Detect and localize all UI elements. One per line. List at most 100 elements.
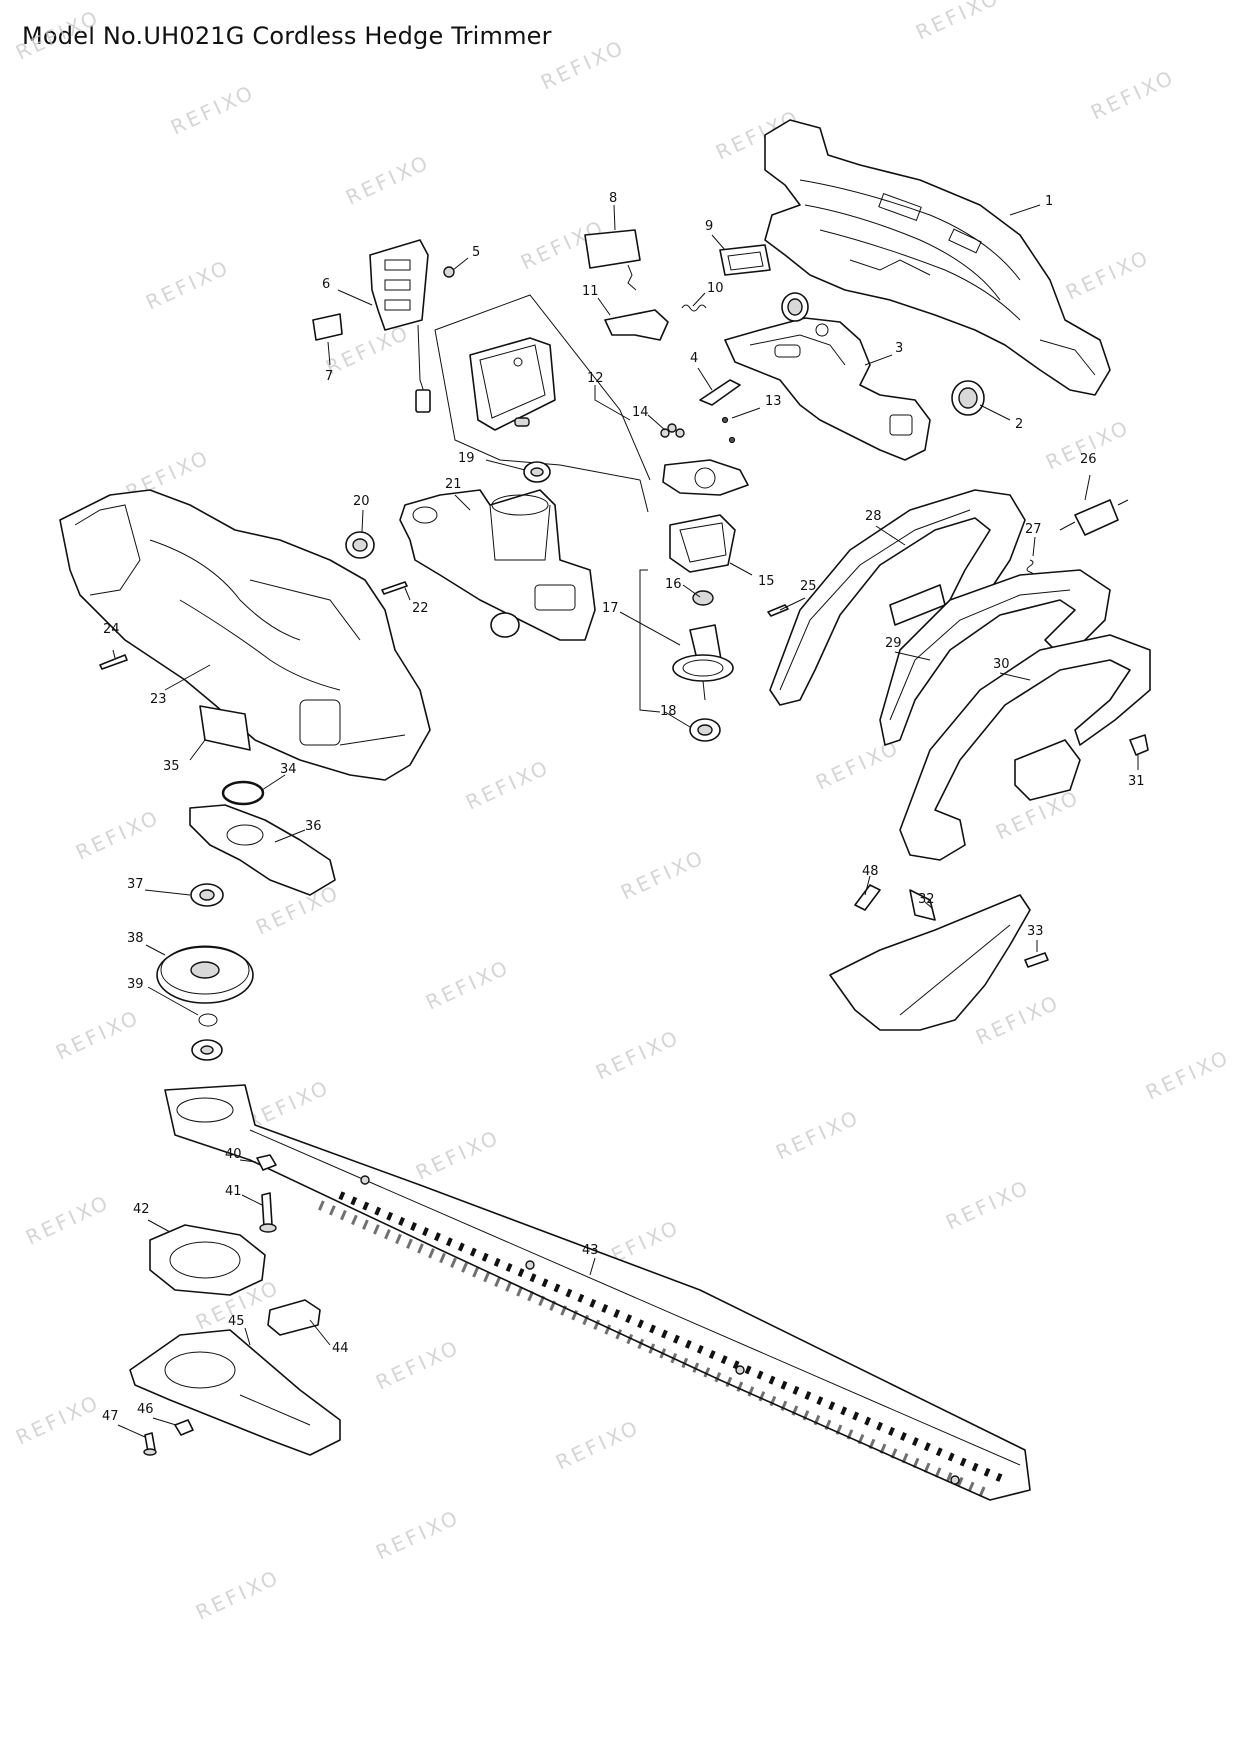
part-44-block <box>267 1299 321 1336</box>
part-7-label <box>312 313 343 341</box>
callout-38: 38 <box>127 931 144 946</box>
callout-31: 31 <box>1128 774 1145 789</box>
callout-22: 22 <box>412 601 429 616</box>
callout-8: 8 <box>609 191 617 206</box>
watermark: REFIXO <box>422 955 514 1015</box>
callout-23: 23 <box>150 692 167 707</box>
part-38-crank-gear <box>156 945 254 1004</box>
callout-43: 43 <box>582 1243 599 1258</box>
callout-33: 33 <box>1027 924 1044 939</box>
watermark: REFIXO <box>592 1025 684 1085</box>
callout-28: 28 <box>865 509 882 524</box>
part-2-knob <box>951 380 985 416</box>
part-31-bolt <box>1129 734 1149 756</box>
part-42-gasket <box>149 1224 266 1296</box>
watermark: REFIXO <box>192 1565 284 1625</box>
part-gear <box>781 292 809 322</box>
watermark: REFIXO <box>462 755 554 815</box>
part-30-loop-handle <box>899 634 1151 861</box>
callout-35: 35 <box>163 759 180 774</box>
watermark: REFIXO <box>942 1175 1034 1235</box>
watermark: REFIXO <box>12 5 104 65</box>
callout-3: 3 <box>895 341 903 356</box>
part-21-gear-housing <box>399 489 596 641</box>
callout-12: 12 <box>587 371 604 386</box>
callout-4: 4 <box>690 351 698 366</box>
watermark: REFIXO <box>12 1390 104 1450</box>
callout-29: 29 <box>885 636 902 651</box>
part-3-chassis <box>724 317 931 461</box>
watermark: REFIXO <box>72 805 164 865</box>
callout-9: 9 <box>705 219 713 234</box>
watermark: REFIXO <box>537 35 629 95</box>
callout-42: 42 <box>133 1202 150 1217</box>
part-46-nut <box>174 1419 194 1436</box>
callout-10: 10 <box>707 281 724 296</box>
callout-45: 45 <box>228 1314 245 1329</box>
part-6-board <box>369 239 431 413</box>
watermark: REFIXO <box>412 1125 504 1185</box>
watermark: REFIXO <box>1142 1045 1234 1105</box>
diagram-title: Model No.UH021G Cordless Hedge Trimmer <box>22 22 552 50</box>
callout-2: 2 <box>1015 417 1023 432</box>
part-5-nut <box>443 266 455 278</box>
callout-46: 46 <box>137 1402 154 1417</box>
callout-19: 19 <box>458 451 475 466</box>
part-1-housing <box>764 119 1111 396</box>
part-35-label <box>199 705 251 751</box>
part-11-trigger <box>604 309 669 341</box>
part-25-screw <box>767 604 789 617</box>
part-40-nut <box>256 1154 277 1171</box>
callout-13: 13 <box>765 394 782 409</box>
part-17-armature <box>672 624 734 701</box>
part-9-pad <box>719 244 771 276</box>
part-10-spring <box>681 304 707 312</box>
watermark: REFIXO <box>1087 65 1179 125</box>
callout-44: 44 <box>332 1341 349 1356</box>
callout-16: 16 <box>665 577 682 592</box>
watermark: REFIXO <box>22 1190 114 1250</box>
part-45-bottom-cover <box>129 1329 341 1456</box>
watermark: REFIXO <box>372 1505 464 1565</box>
watermark: REFIXO <box>972 990 1064 1050</box>
callout-26: 26 <box>1080 452 1097 467</box>
part-34-oring <box>221 780 265 806</box>
callout-25: 25 <box>800 579 817 594</box>
part-41-bolt <box>259 1192 277 1233</box>
part-bearing-lower <box>191 1039 223 1061</box>
callout-48: 48 <box>862 864 879 879</box>
callout-17: 17 <box>602 601 619 616</box>
leader-lines <box>112 204 1139 1438</box>
callout-5: 5 <box>472 245 480 260</box>
part-26-connector <box>1059 499 1129 536</box>
part-13-screw <box>721 416 736 444</box>
callout-37: 37 <box>127 877 144 892</box>
callout-11: 11 <box>582 284 599 299</box>
part-36-gear-plate <box>189 804 336 896</box>
part-23-rear-housing <box>59 489 431 781</box>
part-12-controller <box>434 294 651 513</box>
part-18-bearing <box>689 718 721 742</box>
watermark: REFIXO <box>372 1335 464 1395</box>
callout-39: 39 <box>127 977 144 992</box>
callout-34: 34 <box>280 762 297 777</box>
callout-18: 18 <box>660 704 677 719</box>
callout-27: 27 <box>1025 522 1042 537</box>
part-14-screws <box>660 423 685 438</box>
watermark: REFIXO <box>52 1005 144 1065</box>
callout-21: 21 <box>445 477 462 492</box>
callout-15: 15 <box>758 574 775 589</box>
part-43-blade <box>164 1084 1031 1501</box>
part-37-bearing <box>190 883 224 907</box>
watermark: REFIXO <box>1062 245 1154 305</box>
part-33-bolt <box>1024 952 1049 968</box>
part-4-lever <box>699 379 741 406</box>
part-22-screw <box>381 581 408 595</box>
callout-1: 1 <box>1045 194 1053 209</box>
part-8-button <box>584 229 641 291</box>
part-15-bracket <box>662 459 749 573</box>
callout-labels: 1 2 3 4 5 6 7 8 9 10 11 12 13 14 15 16 1… <box>102 191 1145 1424</box>
callout-30: 30 <box>993 657 1010 672</box>
callout-40: 40 <box>225 1147 242 1162</box>
